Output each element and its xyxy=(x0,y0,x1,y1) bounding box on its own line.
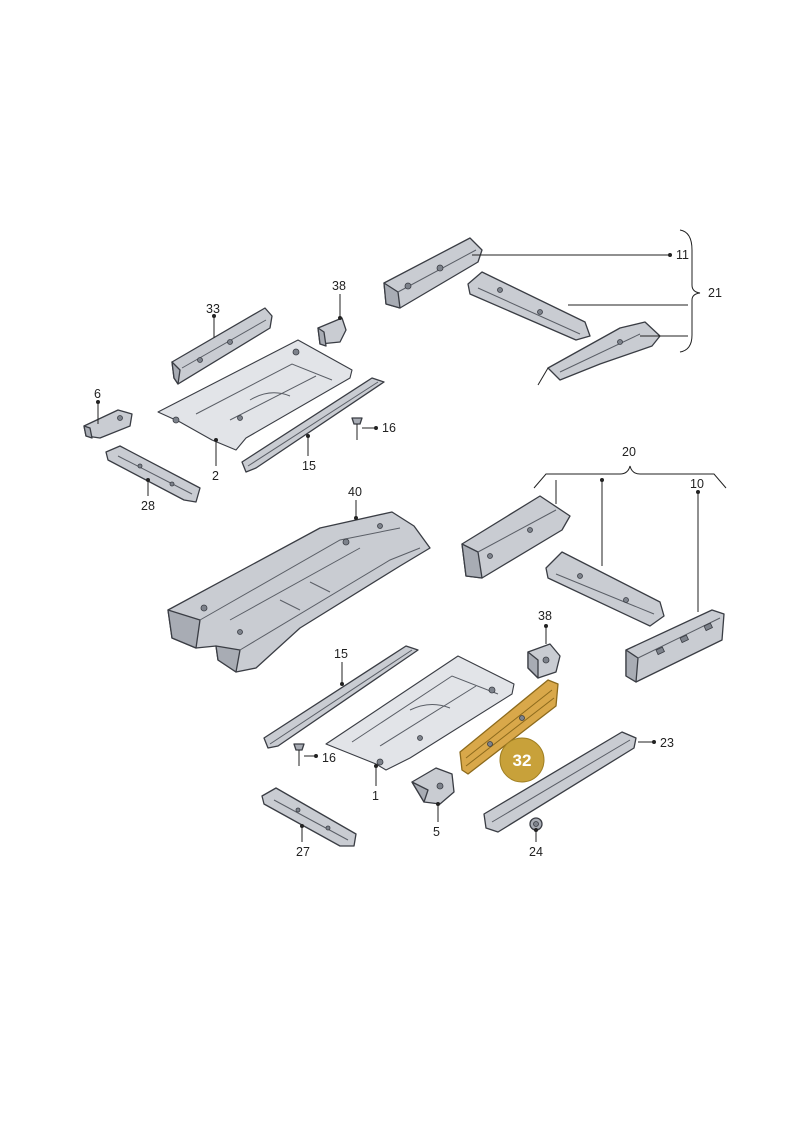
callout-15-top: 15 xyxy=(302,459,316,473)
part-6-bracket[interactable] xyxy=(83,400,133,439)
part-5-mount[interactable] xyxy=(411,767,455,822)
leader-11 xyxy=(472,253,672,257)
callout-2: 2 xyxy=(212,469,219,483)
part-20-rail[interactable] xyxy=(545,551,665,627)
part-32-badge[interactable]: 32 xyxy=(499,737,545,783)
part-10-cross-member[interactable] xyxy=(625,490,725,683)
callout-10: 10 xyxy=(690,477,704,491)
part-21-rail-upper[interactable] xyxy=(467,271,591,341)
part-15-sill-bottom[interactable] xyxy=(263,645,419,749)
callout-27: 27 xyxy=(296,845,310,859)
part-1-floor-panel[interactable] xyxy=(325,655,515,786)
bracket-21 xyxy=(568,229,701,353)
part-16-bolt-bottom[interactable] xyxy=(293,743,318,766)
callout-1: 1 xyxy=(372,789,379,803)
callout-33: 33 xyxy=(206,302,220,316)
callout-20: 20 xyxy=(622,445,636,459)
part-40-floor-tunnel[interactable] xyxy=(167,500,431,673)
callout-5: 5 xyxy=(433,825,440,839)
callout-16-bottom: 16 xyxy=(322,751,336,765)
part-16-bolt-top[interactable] xyxy=(351,417,378,440)
callout-6: 6 xyxy=(94,387,101,401)
part-15-sill-top[interactable] xyxy=(241,377,385,473)
callout-38-top: 38 xyxy=(332,279,346,293)
callout-21: 21 xyxy=(708,286,722,300)
part-28-bracket[interactable] xyxy=(105,445,201,503)
part-33-side-member[interactable] xyxy=(171,307,273,385)
part-38-clip-top[interactable] xyxy=(317,294,347,347)
part-27-bracket[interactable] xyxy=(261,787,357,847)
part-21-rail-lower[interactable] xyxy=(537,321,661,386)
part-2-floor-panel[interactable] xyxy=(157,339,353,466)
part-20-rear-bracket[interactable] xyxy=(461,495,571,579)
callout-16-top: 16 xyxy=(382,421,396,435)
badge-32-label: 32 xyxy=(513,751,532,770)
callout-40: 40 xyxy=(348,485,362,499)
part-32-highlighted-reinforcement[interactable] xyxy=(459,679,559,775)
callout-11: 11 xyxy=(676,248,689,262)
callout-38-bottom: 38 xyxy=(538,609,552,623)
part-11-front-bracket[interactable] xyxy=(383,237,483,309)
callout-15-bottom: 15 xyxy=(334,647,348,661)
callout-24: 24 xyxy=(529,845,543,859)
callout-28: 28 xyxy=(141,499,155,513)
part-38-clip-bottom[interactable] xyxy=(527,624,561,679)
part-24-nut[interactable] xyxy=(529,817,543,842)
callout-23: 23 xyxy=(660,736,674,750)
part-23-sill-outer[interactable] xyxy=(483,731,656,833)
bracket-20 xyxy=(533,465,727,566)
